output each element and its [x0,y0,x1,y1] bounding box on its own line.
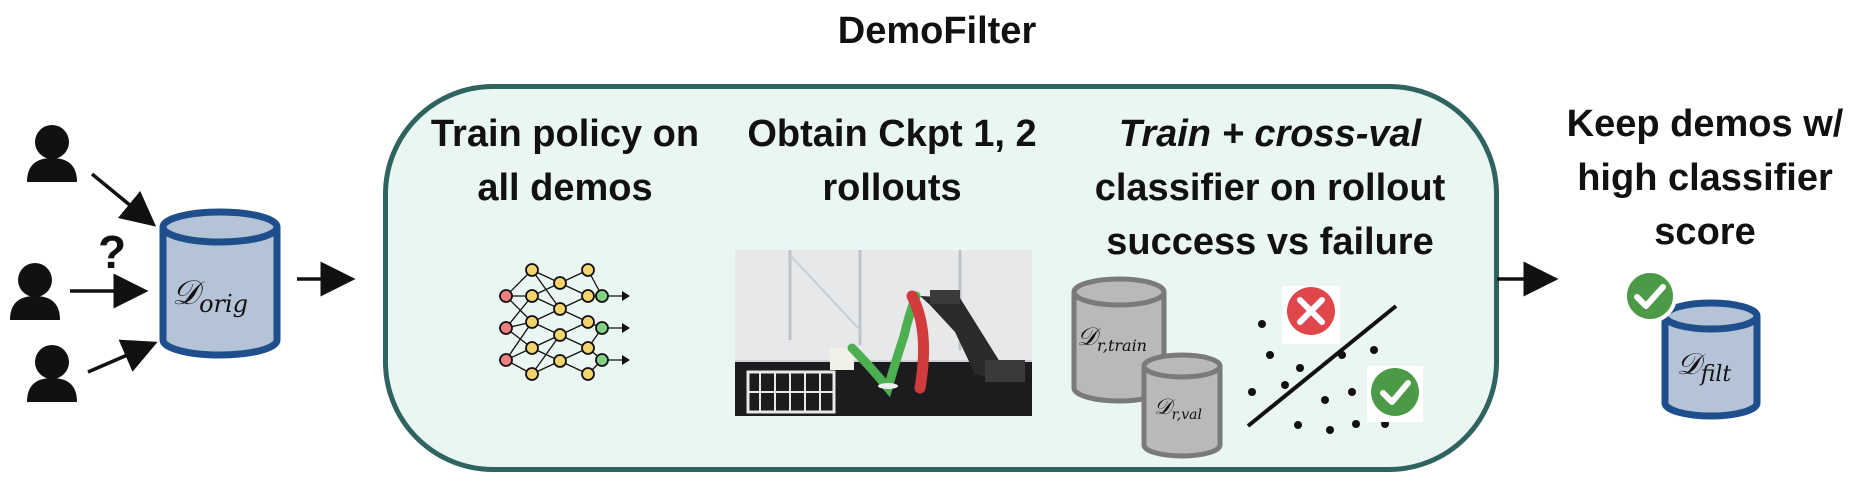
arrow-user-to-db [90,172,157,227]
neural-network-icon [499,263,630,381]
unknown-quality-mark: ? [98,226,126,278]
dataset-subscript: orig [199,290,248,318]
failure-x-icon [1282,286,1340,344]
success-check-icon [1623,269,1677,323]
user-icon [10,263,60,320]
rollout-val-dataset-cylinder: 𝒟r,val [1141,352,1223,459]
svg-text:𝒟r,val: 𝒟r,val [1154,395,1202,423]
diagram-title: DemoFilter [837,10,1037,52]
orig-dataset-cylinder: 𝒟orig [159,208,281,359]
svg-text:𝒟orig: 𝒟orig [172,273,248,318]
user-icon [27,345,77,402]
success-check-icon [1367,366,1423,422]
filtered-dataset-cylinder: 𝒟filt [1661,299,1761,420]
step-classifier-label: Train + cross-val classifier on rollout … [1094,113,1446,263]
dataset-subscript: r,val [1172,407,1202,423]
svg-text:𝒟r,train: 𝒟r,train [1077,322,1147,355]
dataset-subscript: r,train [1097,336,1147,355]
dataset-subscript: filt [1699,362,1732,387]
user-icon [27,125,77,182]
output-label: Keep demos w/ high classifier score [1566,103,1844,253]
step-train-policy-label: Train policy on all demos [430,113,700,209]
svg-text:𝒟filt: 𝒟filt [1677,347,1732,387]
dataset-symbol: 𝒟 [1154,395,1176,420]
arrow-user-to-db [87,339,158,374]
step-rollouts-label: Obtain Ckpt 1, 2 rollouts [747,113,1037,209]
rollout-photo [735,250,1032,416]
